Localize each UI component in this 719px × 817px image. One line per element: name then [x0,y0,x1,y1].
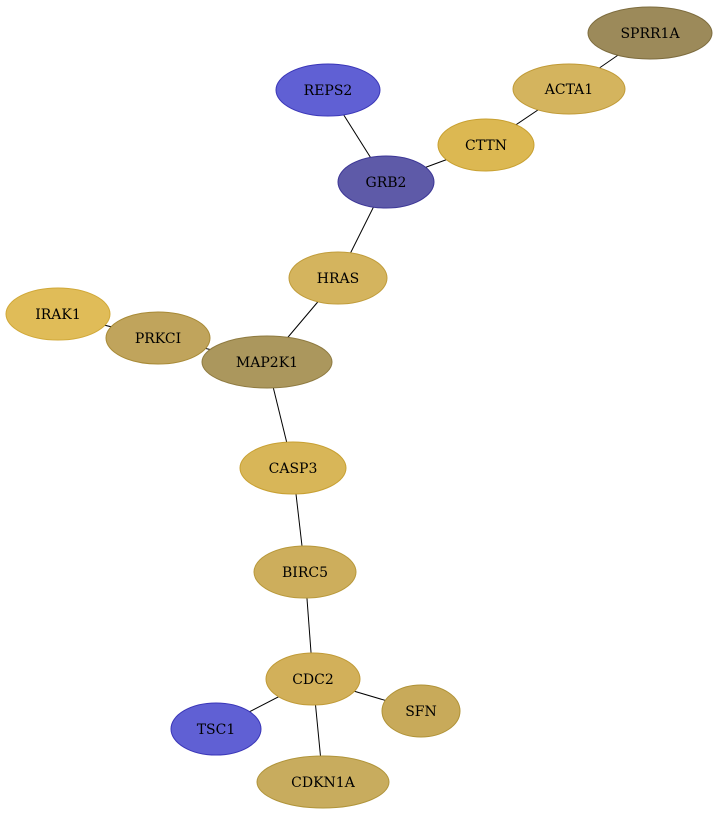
node-ellipse [288,251,388,305]
node-birc5[interactable]: BIRC5 [253,545,357,599]
node-label: HRAS [317,271,359,287]
node-hras[interactable]: HRAS [288,251,388,305]
node-prkci[interactable]: PRKCI [105,311,211,365]
node-map2k1[interactable]: MAP2K1 [201,335,333,389]
node-label: ACTA1 [544,82,593,98]
node-label: PRKCI [135,331,181,347]
node-casp3[interactable]: CASP3 [239,441,347,495]
node-label: GRB2 [366,175,407,191]
node-ellipse [337,155,435,209]
node-grb2[interactable]: GRB2 [337,155,435,209]
node-ellipse [275,63,381,117]
node-ellipse [239,441,347,495]
node-ellipse [437,118,535,172]
node-label: SFN [405,704,437,720]
node-label: CDC2 [292,672,334,688]
node-label: IRAK1 [35,307,81,323]
node-ellipse [253,545,357,599]
node-label: REPS2 [304,83,353,99]
node-ellipse [587,6,713,60]
node-ellipse [256,755,390,809]
node-irak1[interactable]: IRAK1 [5,287,111,341]
node-label: SPRR1A [620,26,680,42]
node-tsc1[interactable]: TSC1 [170,702,262,756]
node-ellipse [105,311,211,365]
node-ellipse [381,684,461,738]
node-label: TSC1 [197,722,236,738]
node-label: BIRC5 [282,565,328,581]
node-sprr1a[interactable]: SPRR1A [587,6,713,60]
node-ellipse [512,63,626,115]
node-acta1[interactable]: ACTA1 [512,63,626,115]
node-cdc2[interactable]: CDC2 [265,652,361,706]
node-cttn[interactable]: CTTN [437,118,535,172]
node-reps2[interactable]: REPS2 [275,63,381,117]
node-label: CASP3 [269,461,318,477]
node-label: MAP2K1 [236,355,298,371]
node-label: CTTN [465,138,507,154]
node-ellipse [5,287,111,341]
node-cdkn1a[interactable]: CDKN1A [256,755,390,809]
node-ellipse [170,702,262,756]
node-sfn[interactable]: SFN [381,684,461,738]
node-label: CDKN1A [291,775,356,791]
node-ellipse [201,335,333,389]
node-ellipse [265,652,361,706]
